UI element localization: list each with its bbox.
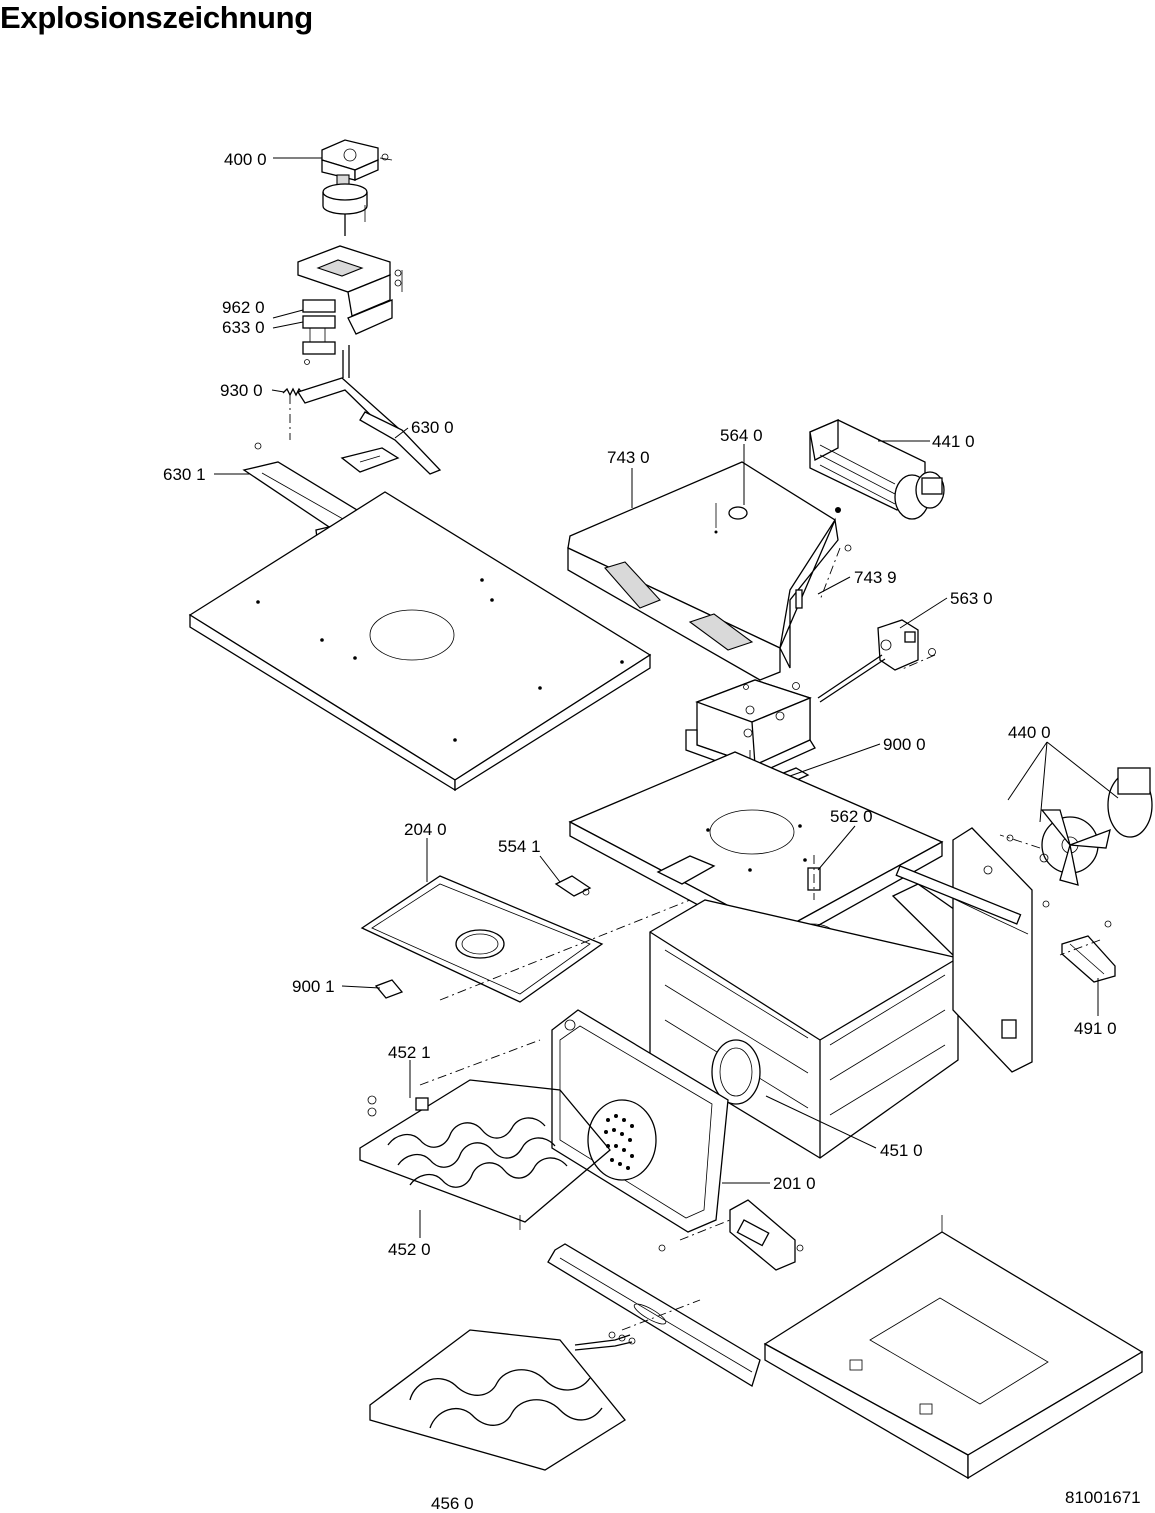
label-564-0: 564 0 [720,426,763,445]
top-plate [188,491,652,792]
label-452-0: 452 0 [388,1240,431,1259]
oven-cavity [649,883,959,1159]
label-962-0: 962 0 [222,298,265,317]
label-204-0: 204 0 [404,820,447,839]
label-563-0: 563 0 [950,589,993,608]
label-743-9: 743 9 [854,568,897,587]
label-440-0: 440 0 [1008,723,1051,742]
bottom-bracket [658,1199,804,1271]
drawing-number: 81001671 [1065,1488,1141,1507]
label-630-1: 630 1 [163,465,206,484]
leader-lines [214,157,1119,1238]
label-554-1: 554 1 [498,837,541,856]
bottom-rail [547,1243,761,1387]
label-201-0: 201 0 [773,1174,816,1193]
thermostat-assembly [321,139,393,236]
label-452-1: 452 1 [388,1043,431,1062]
label-491-0: 491 0 [1074,1019,1117,1038]
knob-bracket [297,245,403,335]
label-900-1: 900 1 [292,977,335,996]
part-labels: 400 0 962 0 633 0 930 0 630 0 630 1 743 … [163,150,1141,1513]
seal-gasket [360,875,604,1003]
bracket-630-0 [296,377,442,475]
spring [282,387,303,440]
fan-rear-wall [895,767,1153,1073]
label-400-0: 400 0 [224,150,267,169]
heating-element-456 [369,1329,636,1471]
label-562-0: 562 0 [830,807,873,826]
rear-panel [551,1009,729,1233]
heating-element-452 [359,1079,611,1230]
sensor-thermostat [792,619,936,703]
label-900-0: 900 0 [883,735,926,754]
clips [374,875,592,999]
switch-set [302,299,350,378]
bottom-tray [763,1215,1144,1480]
fan-housing [567,461,852,681]
safety-thermostat [807,855,821,900]
label-743-0: 743 0 [607,448,650,467]
label-930-0: 930 0 [220,381,263,400]
tangential-fan [809,419,945,520]
label-633-0: 633 0 [222,318,265,337]
page-title: Explosionszeichnung [0,0,313,35]
label-456-0: 456 0 [431,1494,474,1513]
label-451-0: 451 0 [880,1141,923,1160]
label-630-0: 630 0 [411,418,454,437]
label-441-0: 441 0 [932,432,975,451]
